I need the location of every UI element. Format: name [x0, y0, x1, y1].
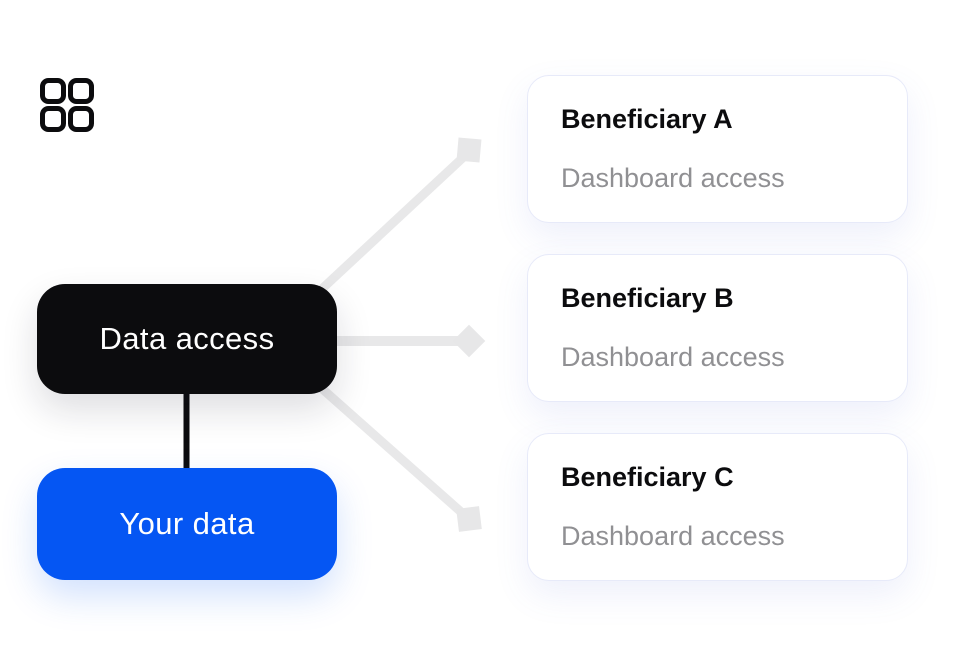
diamond-endpoint-top	[456, 137, 482, 163]
beneficiary-card-title: Beneficiary C	[561, 462, 734, 492]
node-data-access-label: Data access	[99, 321, 275, 356]
diamond-endpoint-bottom	[456, 506, 482, 532]
beneficiary-card-b[interactable]: Beneficiary B Dashboard access	[527, 254, 908, 402]
beneficiary-card-subtitle: Dashboard access	[561, 521, 785, 552]
node-your-data[interactable]: Your data	[37, 468, 337, 580]
beneficiary-card-c[interactable]: Beneficiary C Dashboard access	[527, 433, 908, 581]
node-your-data-label: Your data	[119, 506, 255, 541]
connector-top	[306, 148, 473, 304]
beneficiary-card-subtitle: Dashboard access	[561, 163, 785, 194]
grid-icon[interactable]	[40, 78, 94, 132]
diamond-endpoint-middle	[452, 324, 486, 358]
beneficiary-card-list: Beneficiary A Dashboard access Beneficia…	[527, 75, 908, 581]
node-data-access[interactable]: Data access	[37, 284, 337, 394]
beneficiary-card-subtitle: Dashboard access	[561, 342, 785, 373]
connector-bottom	[307, 374, 472, 523]
beneficiary-card-title: Beneficiary B	[561, 283, 734, 313]
beneficiary-card-a[interactable]: Beneficiary A Dashboard access	[527, 75, 908, 223]
beneficiary-card-title: Beneficiary A	[561, 104, 733, 134]
